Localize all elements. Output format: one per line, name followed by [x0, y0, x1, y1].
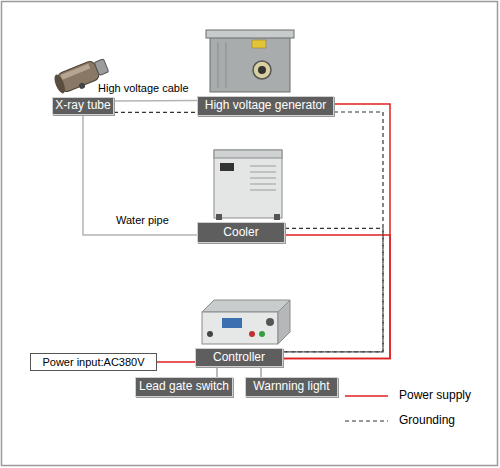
legend-label: Power supply [399, 389, 471, 402]
generator-picture [206, 30, 294, 92]
cooler-picture [214, 150, 282, 220]
input-box: Power input:AC380V [30, 353, 157, 371]
hv-cable [114, 100, 197, 102]
vent-line [250, 184, 276, 185]
cooler-cabinet [214, 150, 282, 218]
power-line [283, 235, 390, 358]
cooler-top [214, 150, 282, 158]
node-label: High voltage generator [205, 99, 326, 112]
component-box: Lead gate switch [135, 377, 233, 397]
warning-plate [252, 40, 266, 48]
generator-lid [206, 30, 294, 38]
ground-line [283, 228, 383, 351]
controller-front [202, 312, 278, 344]
controller-button [249, 331, 255, 337]
component-box: Controller [195, 348, 283, 367]
node-label: X-ray tube [55, 99, 110, 112]
component-box: X-ray tube [52, 97, 114, 115]
tube-head [94, 59, 109, 76]
tube-end [52, 73, 67, 95]
node-label: Warnning light [253, 380, 329, 393]
signal-line [217, 367, 218, 377]
water-pipe [83, 115, 197, 235]
connector-label: Water pipe [116, 214, 169, 226]
component-box: Warnning light [245, 377, 338, 397]
controller-knob [207, 331, 213, 337]
legend-label: Grounding [399, 414, 455, 427]
node-label: Lead gate switch [139, 380, 229, 393]
tank-rib [218, 42, 219, 88]
ground-line [114, 112, 197, 113]
ground-line [283, 112, 383, 352]
vent-line [250, 166, 276, 167]
controller-knob [266, 318, 274, 326]
cable-socket [253, 61, 271, 79]
controller-picture [202, 300, 290, 344]
node-label: Power input:AC380V [42, 356, 144, 368]
node-label: Cooler [223, 226, 258, 239]
cooler-display [220, 163, 234, 171]
socket-core [258, 66, 266, 74]
power-line [157, 361, 195, 363]
component-box: Cooler [197, 222, 285, 243]
tank-rib [226, 42, 227, 88]
generator-tank [210, 34, 290, 92]
vent-line [250, 178, 276, 179]
vent-line [250, 172, 276, 173]
controller-display [222, 318, 242, 328]
tube-highlight [60, 64, 90, 80]
node-label: Controller [213, 351, 265, 364]
controller-button [259, 331, 265, 337]
controller-top [202, 300, 290, 312]
cooler-wheel [274, 214, 280, 220]
signal-line [261, 367, 262, 377]
connector-label: High voltage cable [98, 82, 189, 94]
tube-port [78, 82, 86, 90]
controller-side [278, 300, 290, 344]
component-box: High voltage generator [197, 96, 334, 116]
power-line [283, 104, 390, 358]
vent-line [250, 190, 276, 191]
cooler-wheel [216, 214, 222, 220]
legend-sample [345, 395, 388, 397]
legend-sample [345, 420, 388, 421]
